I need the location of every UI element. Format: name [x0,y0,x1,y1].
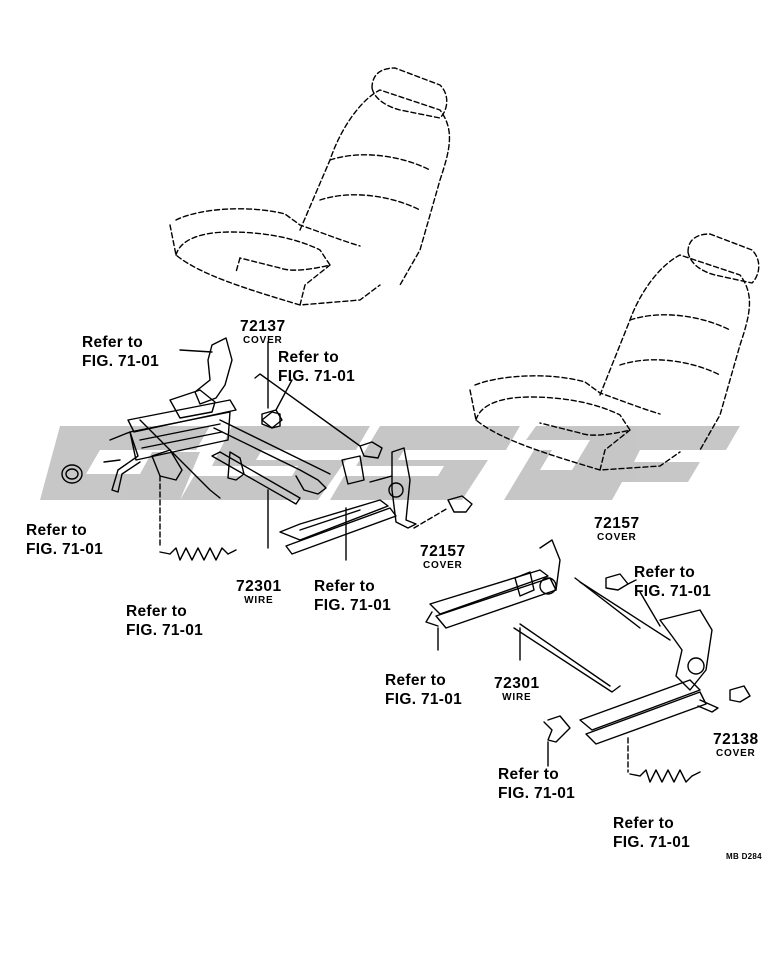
ref-line1: Refer to [82,334,143,351]
ref-line1: Refer to [126,603,187,620]
ref-line1: Refer to [498,766,559,783]
part-number: 72301 [494,675,540,692]
drawing-code: MB D284 [726,852,762,861]
watermark-logo [40,426,740,500]
ref-label-c: Refer to FIG. 71-01 [26,521,103,559]
ref-line2: FIG. 71-01 [126,622,204,639]
part-72138: 72138 COVER [713,731,759,759]
part-name: COVER [243,335,283,346]
ref-line2: FIG. 71-01 [26,541,104,558]
spring-left [169,547,229,561]
ref-line2: FIG. 71-01 [82,353,160,370]
ref-line2: FIG. 71-01 [385,691,463,708]
ref-label-a: Refer to FIG. 71-01 [82,333,159,371]
ref-line1: Refer to [634,564,695,581]
ref-label-g: Refer to FIG. 71-01 [385,671,462,709]
ref-label-d: Refer to FIG. 71-01 [126,602,203,640]
part-number: 72137 [240,318,286,335]
ref-label-b: Refer to FIG. 71-01 [278,348,355,386]
part-72137: 72137 COVER [240,318,286,346]
part-number: 72157 [594,515,640,532]
part-72301-right: 72301 WIRE [494,675,540,703]
ref-line1: Refer to [278,349,339,366]
part-name: WIRE [244,595,274,606]
part-name: COVER [423,560,463,571]
ref-line2: FIG. 71-01 [278,368,356,385]
seat-lower-right [469,233,760,471]
part-72157-right: 72157 COVER [594,515,640,543]
ref-line2: FIG. 71-01 [314,597,392,614]
ref-label-f: Refer to FIG. 71-01 [634,563,711,601]
ref-line1: Refer to [314,578,375,595]
seat-track-left [61,337,449,561]
knob-icon [61,464,83,484]
part-number: 72301 [236,578,282,595]
ref-line1: Refer to [26,522,87,539]
ref-label-h: Refer to FIG. 71-01 [498,765,575,803]
part-72157-left: 72157 COVER [420,543,466,571]
part-name: COVER [597,532,637,543]
part-name: WIRE [502,692,532,703]
ref-line2: FIG. 71-01 [634,583,712,600]
part-name: COVER [716,748,756,759]
seat-upper-left [169,67,451,306]
part-72301-left: 72301 WIRE [236,578,282,606]
ref-line2: FIG. 71-01 [498,785,576,802]
part-number: 72157 [420,543,466,560]
ref-label-e: Refer to FIG. 71-01 [314,577,391,615]
part-number: 72138 [713,731,759,748]
ref-label-i: Refer to FIG. 71-01 [613,814,690,852]
spring-right [639,769,693,783]
seat-track-right [425,495,751,783]
ref-line1: Refer to [385,672,446,689]
ref-line1: Refer to [613,815,674,832]
ref-line2: FIG. 71-01 [613,834,691,851]
